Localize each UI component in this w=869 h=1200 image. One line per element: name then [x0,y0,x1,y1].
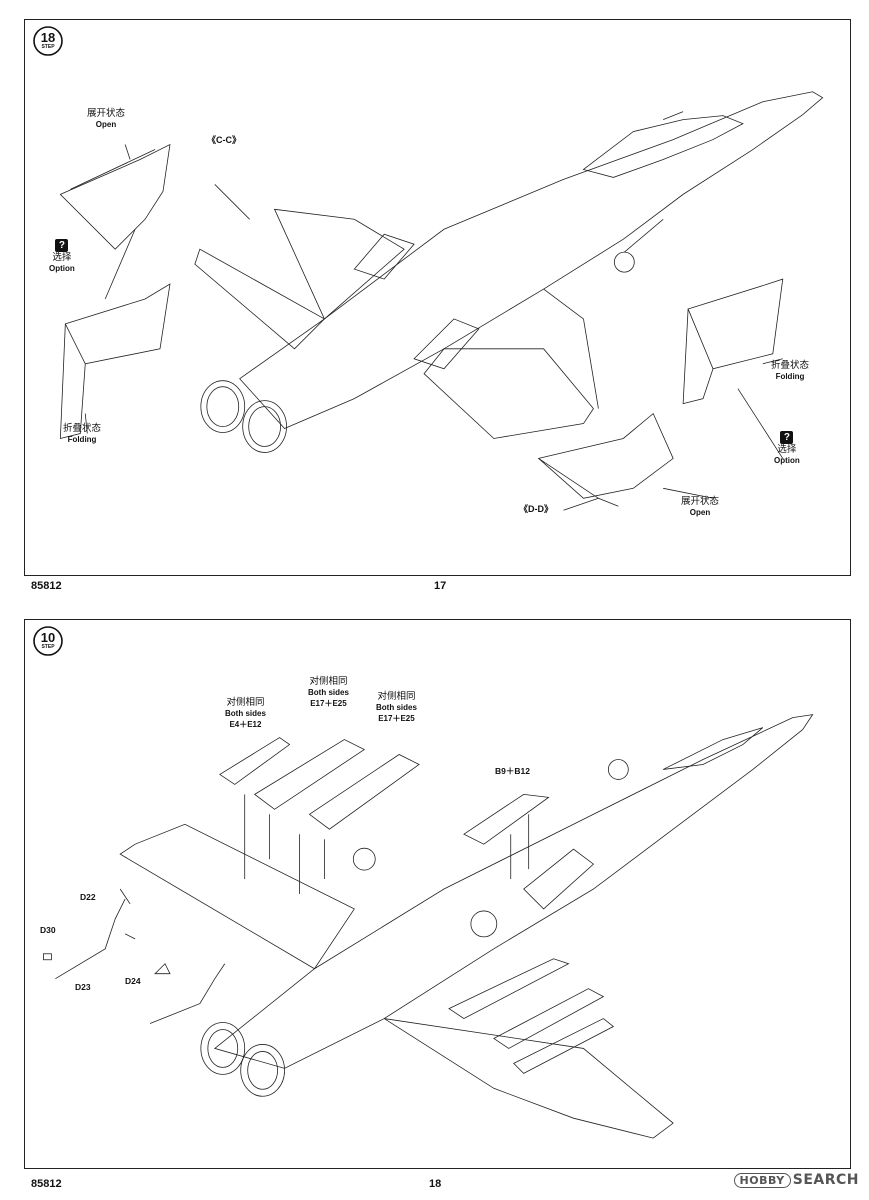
part-label-d23: D23 [75,982,91,992]
search-text: SEARCH [792,1172,859,1188]
option-right-en: Option [774,456,800,465]
both-sides-label-a: 对侧相同 Both sides E4＋E12 [225,697,266,730]
open-label-top: 展开状态 Open [87,108,125,130]
instruction-page-18: 10 STEP 对侧相同 Both sides E4＋E12 对侧相同 Both… [24,619,851,1169]
hobby-logo: HOBBY [733,1173,791,1188]
both-a-en: Both sides [225,709,266,718]
open-label-top-en: Open [95,120,117,129]
model-number-18: 85812 [31,1178,62,1190]
option-label-right: ? 选择 Option [774,431,800,466]
step-number: 18 [40,30,56,45]
both-c-en: Both sides [376,703,417,712]
folding-label-left: 折叠状态 Folding [63,423,101,445]
model-number-17: 85812 [31,580,62,592]
option-left-en: Option [49,264,75,273]
open-label-bottom: 展开状态 Open [681,496,719,518]
open-bottom-en: Open [689,508,711,517]
part-label-b9-b12: B9＋B12 [495,766,530,776]
step-badge-circle [33,26,63,56]
page-number-17: 17 [434,580,447,592]
both-a-cn: 对侧相同 [226,697,265,708]
aircraft-weapons-assembly-drawing [43,714,814,1139]
option-right-cn: 选择 [777,444,797,455]
step-badge: 10 STEP [33,626,63,656]
open-label-top-cn: 展开状态 [87,108,126,119]
folding-right-cn: 折叠状态 [771,360,810,371]
both-c-cn: 对侧相同 [377,691,416,702]
both-sides-label-c: 对侧相同 Both sides E17＋E25 [376,691,417,724]
open-bottom-cn: 展开状态 [681,496,720,507]
step-badge: 18 STEP [33,26,63,56]
folding-left-cn: 折叠状态 [63,423,102,434]
folding-label-right: 折叠状态 Folding [771,360,809,382]
part-label-d30: D30 [40,925,56,935]
question-icon: ? [55,239,69,252]
both-b-parts: E17＋E25 [310,699,347,708]
step-caption: STEP [41,644,55,650]
both-b-en: Both sides [308,688,349,697]
both-a-parts: E4＋E12 [229,720,262,729]
question-icon: ? [780,431,794,444]
both-sides-label-b: 对侧相同 Both sides E17＋E25 [308,676,349,709]
aircraft-folding-wing-drawing [59,91,824,511]
part-label-d22: D22 [80,892,96,902]
folding-left-en: Folding [67,435,97,444]
instruction-page-17: 18 STEP 展开状态 Open 《C-C》 ? 选择 Option 折叠状态… [24,19,851,576]
option-left-cn: 选择 [52,252,72,263]
page-number-18: 18 [429,1178,442,1190]
step-badge-circle [33,626,63,656]
folding-right-en: Folding [775,372,805,381]
both-c-parts: E17＋E25 [378,714,415,723]
part-label-d24: D24 [125,976,141,986]
both-b-cn: 对侧相同 [309,676,348,687]
section-dd-label: 《D-D》 [519,504,553,514]
section-cc-label: 《C-C》 [207,135,241,145]
step-caption: STEP [41,44,55,50]
step-number: 10 [40,630,56,645]
option-label-left: ? 选择 Option [49,239,75,274]
